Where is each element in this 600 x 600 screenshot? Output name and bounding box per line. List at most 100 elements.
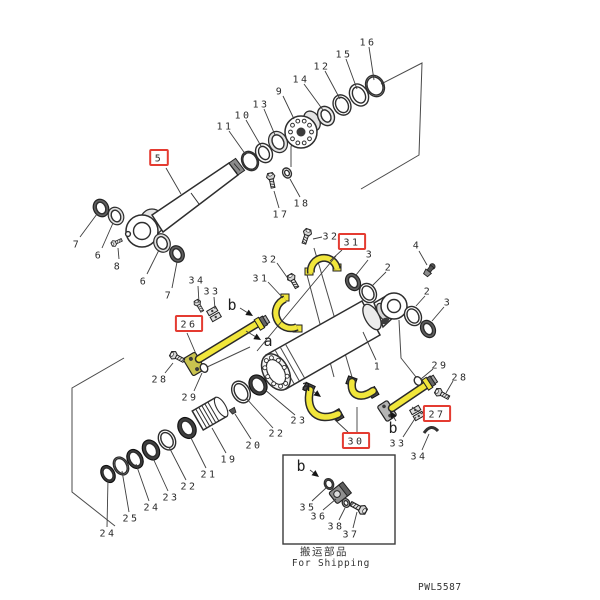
- leader-31: [267, 281, 284, 299]
- callout-32: 32: [261, 255, 278, 266]
- arrowhead-b: [311, 470, 319, 477]
- leader-10: [245, 119, 262, 147]
- leader-1: [362, 331, 377, 361]
- callout-13: 13: [252, 100, 269, 111]
- clamp-33b: [408, 404, 426, 422]
- curved-tube-30b: [345, 375, 380, 400]
- leader-38: [338, 507, 346, 521]
- leader-16: [368, 46, 375, 81]
- callout-21: 21: [200, 470, 217, 481]
- leader-6: [101, 222, 114, 249]
- leader-7: [79, 213, 98, 238]
- curved-tube-30a: [302, 381, 345, 423]
- tube-open-end: [260, 353, 292, 391]
- callout-18: 18: [293, 199, 310, 210]
- bolt-28a: [168, 349, 187, 365]
- callout-27: 27: [428, 410, 445, 421]
- leader-12: [324, 70, 341, 100]
- leader-6: [146, 249, 160, 275]
- leader-2: [371, 271, 387, 287]
- callout-14: 14: [292, 75, 309, 86]
- leader-17: [273, 190, 280, 209]
- shipping-box-label-cn: 搬运部品: [300, 545, 348, 558]
- callout-5: 5: [155, 154, 164, 165]
- callout-b: b: [388, 419, 397, 437]
- callout-9: 9: [276, 87, 285, 98]
- leader-20: [234, 413, 252, 440]
- pipe-27: [377, 374, 439, 422]
- bolt-17: [265, 171, 278, 190]
- piston-rod: [124, 157, 246, 248]
- o-ring-35: [323, 477, 335, 491]
- leader-14: [303, 83, 324, 111]
- clamp-33a: [205, 305, 223, 323]
- callout-7: 7: [73, 240, 82, 251]
- shipping-box: [282, 454, 396, 545]
- leader-32: [312, 236, 323, 240]
- callout-31: 31: [343, 238, 360, 249]
- callout-23: 23: [290, 416, 307, 427]
- callout-24: 24: [99, 529, 116, 540]
- arrow-line-a: [245, 330, 256, 337]
- callout-25: 25: [122, 514, 139, 525]
- leader-37: [352, 511, 358, 529]
- leader-4: [418, 250, 428, 266]
- leader-23: [263, 388, 296, 416]
- callout-3: 3: [366, 250, 375, 261]
- callout-12: 12: [313, 62, 330, 73]
- arrow-line-a: [312, 390, 316, 394]
- callout-2: 2: [385, 263, 394, 274]
- callout-29: 29: [431, 361, 448, 372]
- arrowhead-a: [313, 390, 321, 397]
- leader-11: [228, 130, 247, 156]
- callout-23: 23: [162, 493, 179, 504]
- red-box-30: [341, 432, 371, 449]
- leader-8: [117, 247, 120, 260]
- gasket-29a: [199, 363, 209, 373]
- callout-8: 8: [114, 262, 123, 273]
- bolt-37: [348, 498, 369, 517]
- leader-36: [322, 498, 337, 511]
- leader-9: [282, 95, 295, 120]
- callout-6: 6: [140, 277, 149, 288]
- leader-28: [445, 380, 454, 394]
- leader-23: [151, 455, 169, 492]
- drawing-number: PWL5587: [418, 582, 462, 593]
- callout-31: 31: [252, 274, 269, 285]
- seal-kit-rings: [100, 374, 268, 484]
- leader-22: [168, 446, 187, 481]
- callout-3: 3: [444, 298, 453, 309]
- callout-2: 2: [424, 287, 433, 298]
- callout-32: 32: [322, 232, 339, 243]
- pipe-26: [182, 314, 271, 377]
- leader-33: [213, 296, 216, 310]
- arrow-line-b: [393, 416, 397, 422]
- red-box-31: [337, 233, 367, 250]
- leader-29: [193, 372, 203, 392]
- saddle-34b: [422, 426, 440, 434]
- leader-24: [135, 463, 150, 502]
- group-boundary-lines: [71, 62, 423, 527]
- leader-21: [188, 433, 207, 469]
- callout-28: 28: [151, 375, 168, 386]
- callout-37: 37: [342, 530, 359, 541]
- leader-3: [355, 259, 369, 276]
- leader-22: [245, 397, 274, 429]
- callout-34: 34: [410, 452, 427, 463]
- washer-18: [281, 167, 293, 179]
- leader-24: [106, 478, 109, 528]
- callout-22: 22: [180, 482, 197, 493]
- leader-13: [263, 108, 276, 136]
- clamp-31a: [304, 253, 342, 276]
- piston-19: [191, 396, 229, 432]
- bolt-32b: [285, 272, 302, 291]
- callout-19: 19: [220, 455, 237, 466]
- piston-head-assembly: [240, 74, 386, 190]
- callout-26: 26: [180, 320, 197, 331]
- leader-29: [420, 368, 434, 380]
- callout-a: a: [263, 332, 272, 350]
- callout-b: b: [227, 296, 236, 314]
- callout-35: 35: [299, 503, 316, 514]
- leader-26: [186, 332, 197, 355]
- leader-15: [345, 58, 358, 90]
